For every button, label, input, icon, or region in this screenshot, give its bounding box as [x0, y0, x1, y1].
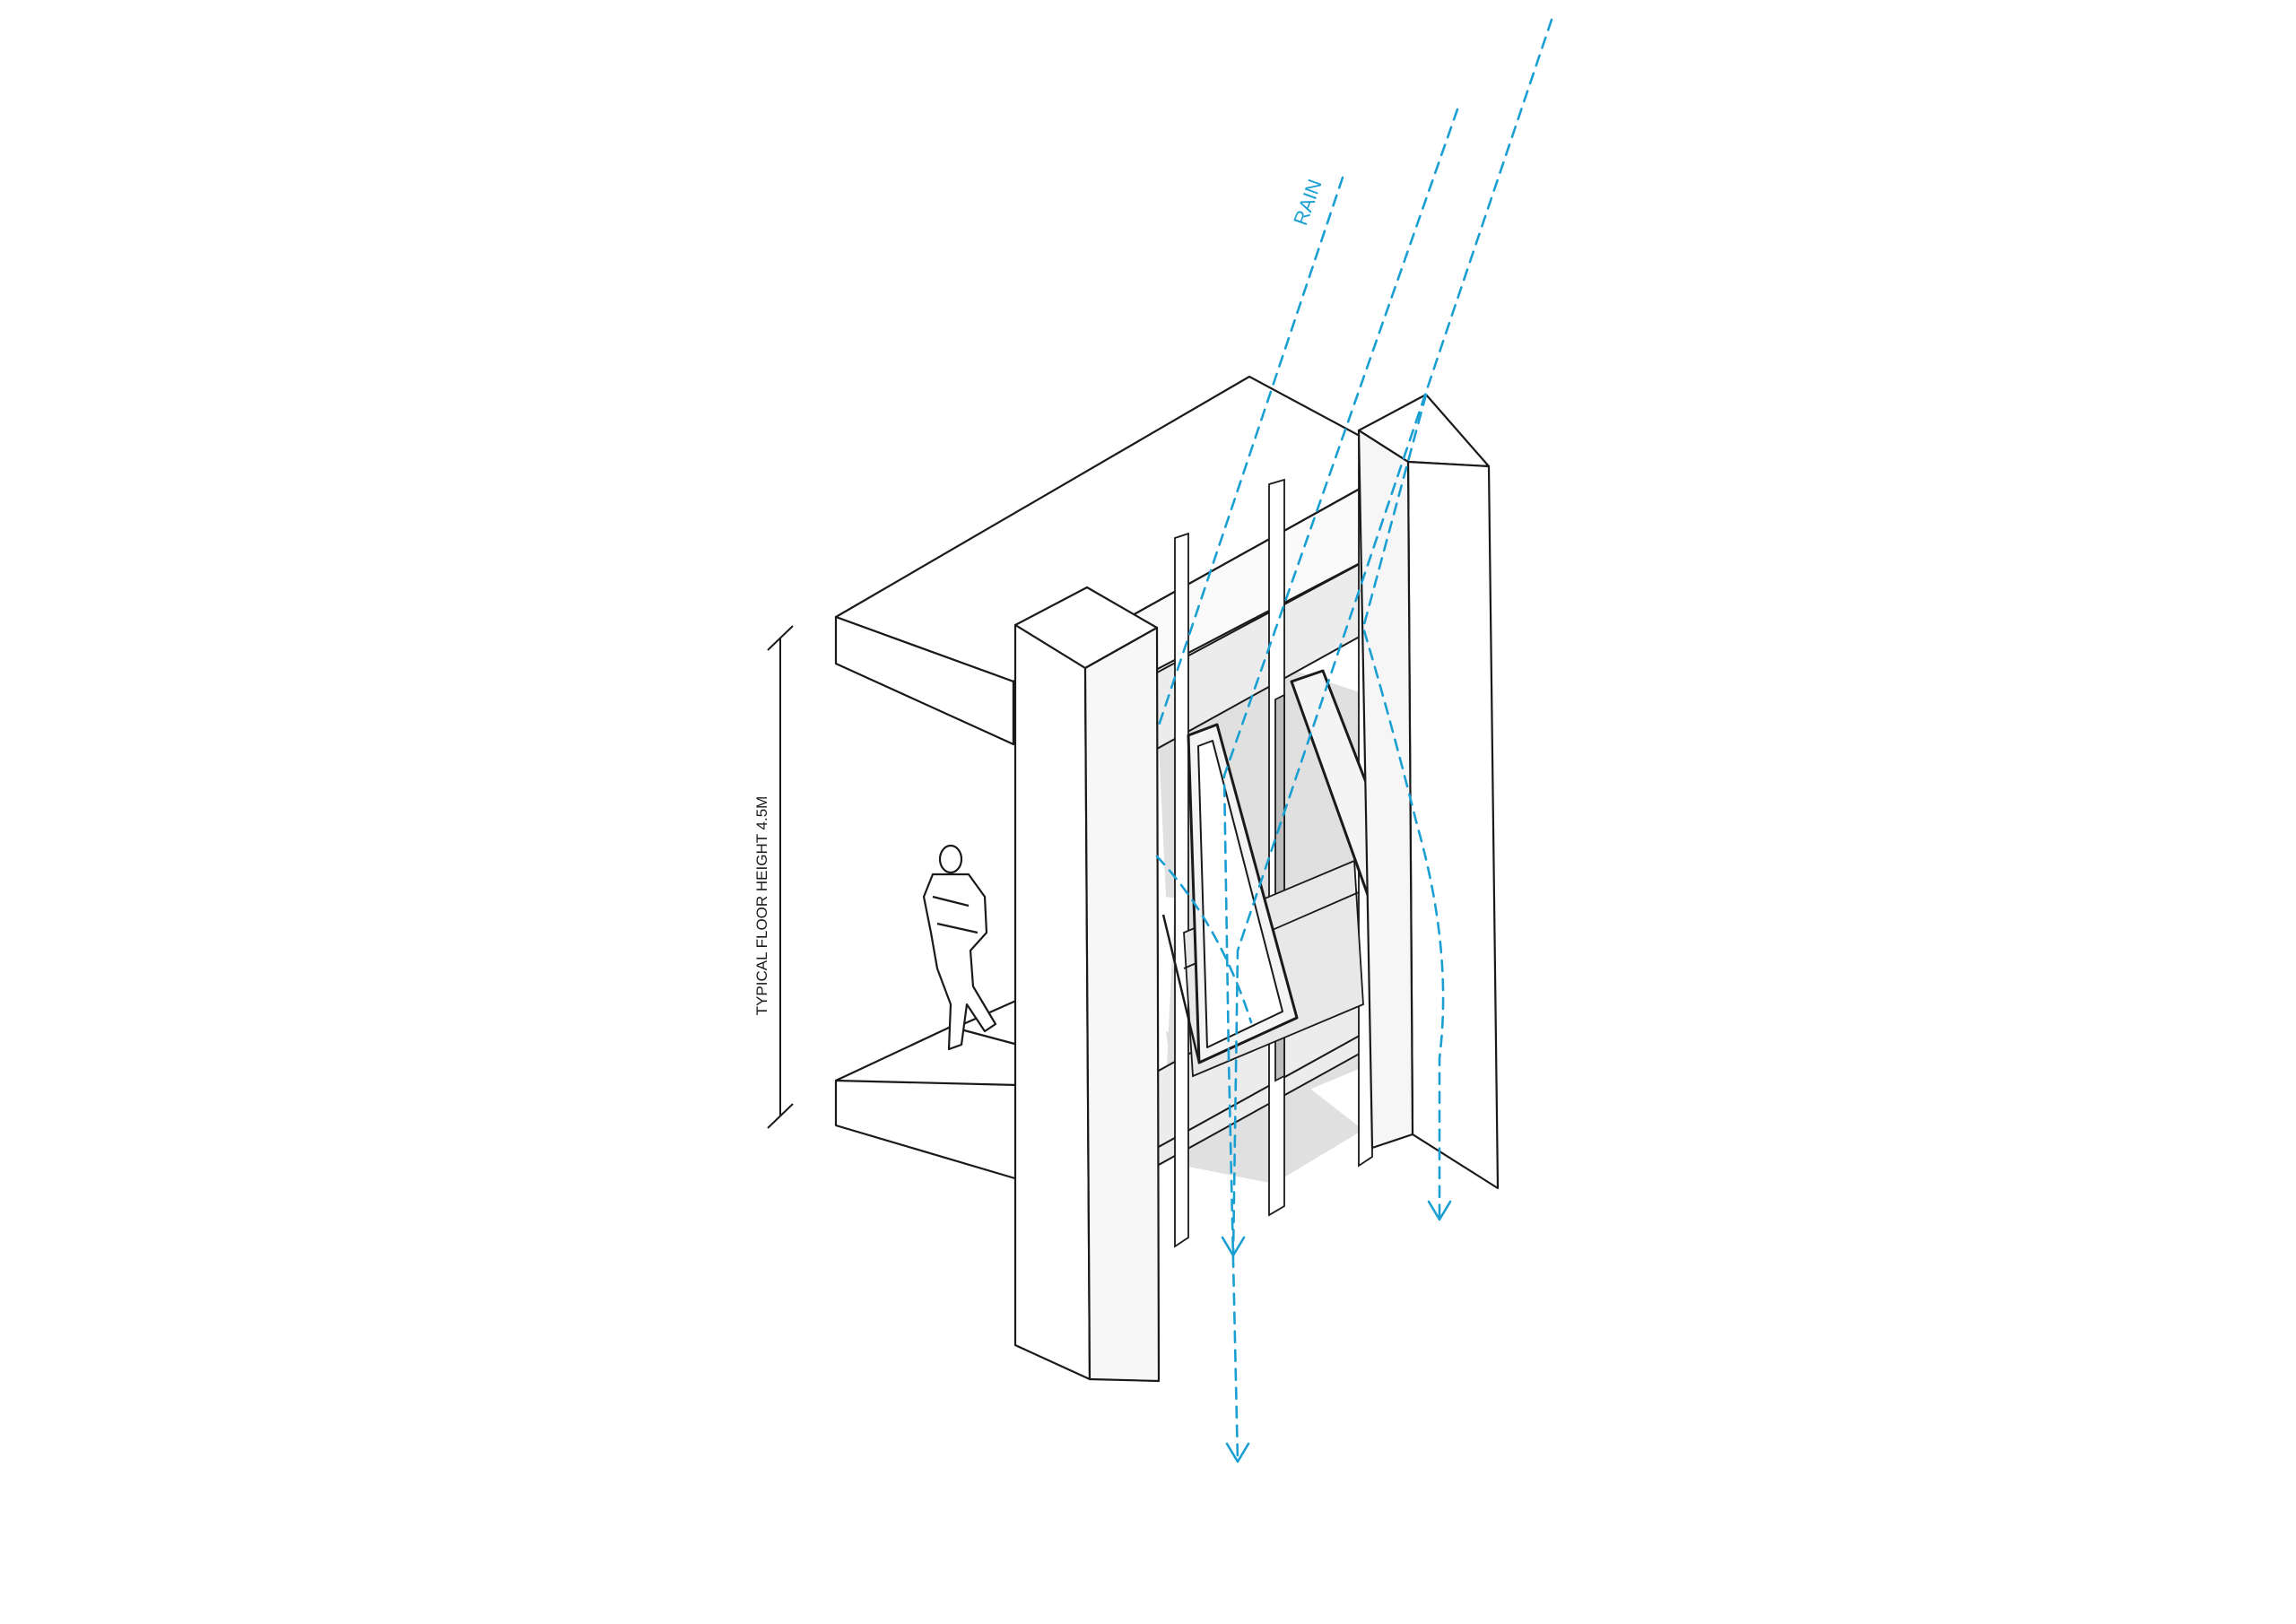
- left-fin-side: [1083, 626, 1161, 1383]
- floor-height-dimension: [767, 625, 794, 1129]
- person-figure: [922, 844, 997, 1051]
- right-fin-front: [1406, 460, 1500, 1190]
- right-fin-side: [1357, 429, 1414, 1150]
- person-body: [922, 873, 997, 1051]
- person-head: [938, 844, 963, 874]
- left-fin-front: [1013, 623, 1091, 1381]
- rain-deflect-left: [1155, 855, 1253, 1024]
- rain-arrowhead-right: [1427, 1200, 1452, 1221]
- rain-arrowhead-center: [1221, 1236, 1246, 1257]
- left-fin-column: [1013, 586, 1161, 1383]
- rain-line-short: [1155, 176, 1344, 733]
- rain-paths: [1155, 18, 1553, 1463]
- rain-arrowhead-bottom: [1225, 1442, 1250, 1463]
- dimension-tick-bottom: [767, 1103, 794, 1129]
- floor-height-label: TYPICAL FLOOR HEIGHT 4.5M: [753, 796, 770, 1016]
- person-arms: [932, 895, 978, 934]
- dimension-tick-top: [767, 625, 794, 651]
- rain-line-center: [1231, 18, 1553, 1257]
- sash-left-edge: [1161, 914, 1201, 1064]
- mullion-left: [1174, 532, 1189, 1248]
- rain-line-long: [1222, 108, 1459, 1463]
- rain-arrowheads: [1221, 1200, 1452, 1463]
- right-fin-column: [1357, 393, 1500, 1190]
- rain-line-right: [1361, 393, 1445, 1221]
- window-sash-left: [1161, 723, 1299, 1064]
- sash-left-inner: [1197, 740, 1283, 1048]
